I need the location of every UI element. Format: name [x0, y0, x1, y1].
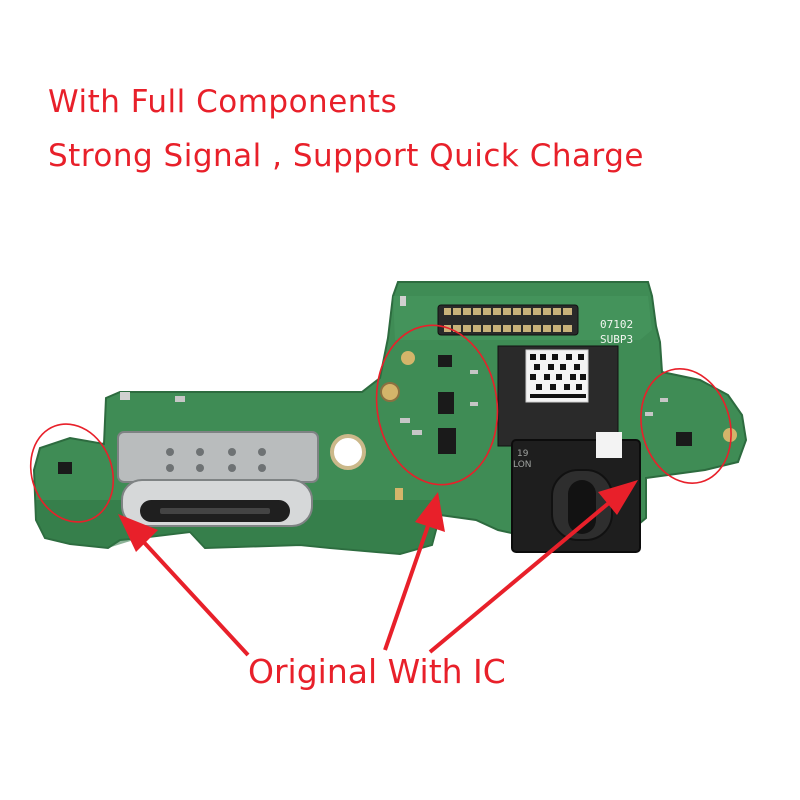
headline-signal-quick-charge: Strong Signal , Support Quick Charge	[48, 138, 644, 174]
datamatrix-label	[525, 349, 589, 403]
usb-c-port	[117, 431, 319, 527]
highlight-right-ic	[640, 368, 732, 484]
arrow-to-center-ic	[383, 492, 445, 651]
mounting-hole	[330, 434, 366, 470]
connector-pins	[444, 308, 572, 332]
jack-marking-19: 19	[517, 449, 529, 459]
callout-original-with-ic: Original With IC	[248, 652, 506, 691]
arrow-to-right-ic	[428, 480, 638, 654]
jack-marking-lon: LON	[513, 460, 532, 470]
arrow-to-left-ic	[118, 514, 250, 657]
antenna-pad	[380, 382, 400, 402]
headline-full-components: With Full Components	[48, 84, 398, 120]
silkscreen-subboard: SUBP3	[600, 333, 633, 346]
highlight-left-ic	[29, 423, 115, 523]
ic-chips	[58, 355, 692, 474]
silkscreen-code: 07102	[600, 318, 633, 331]
highlight-center-ic	[375, 324, 499, 486]
